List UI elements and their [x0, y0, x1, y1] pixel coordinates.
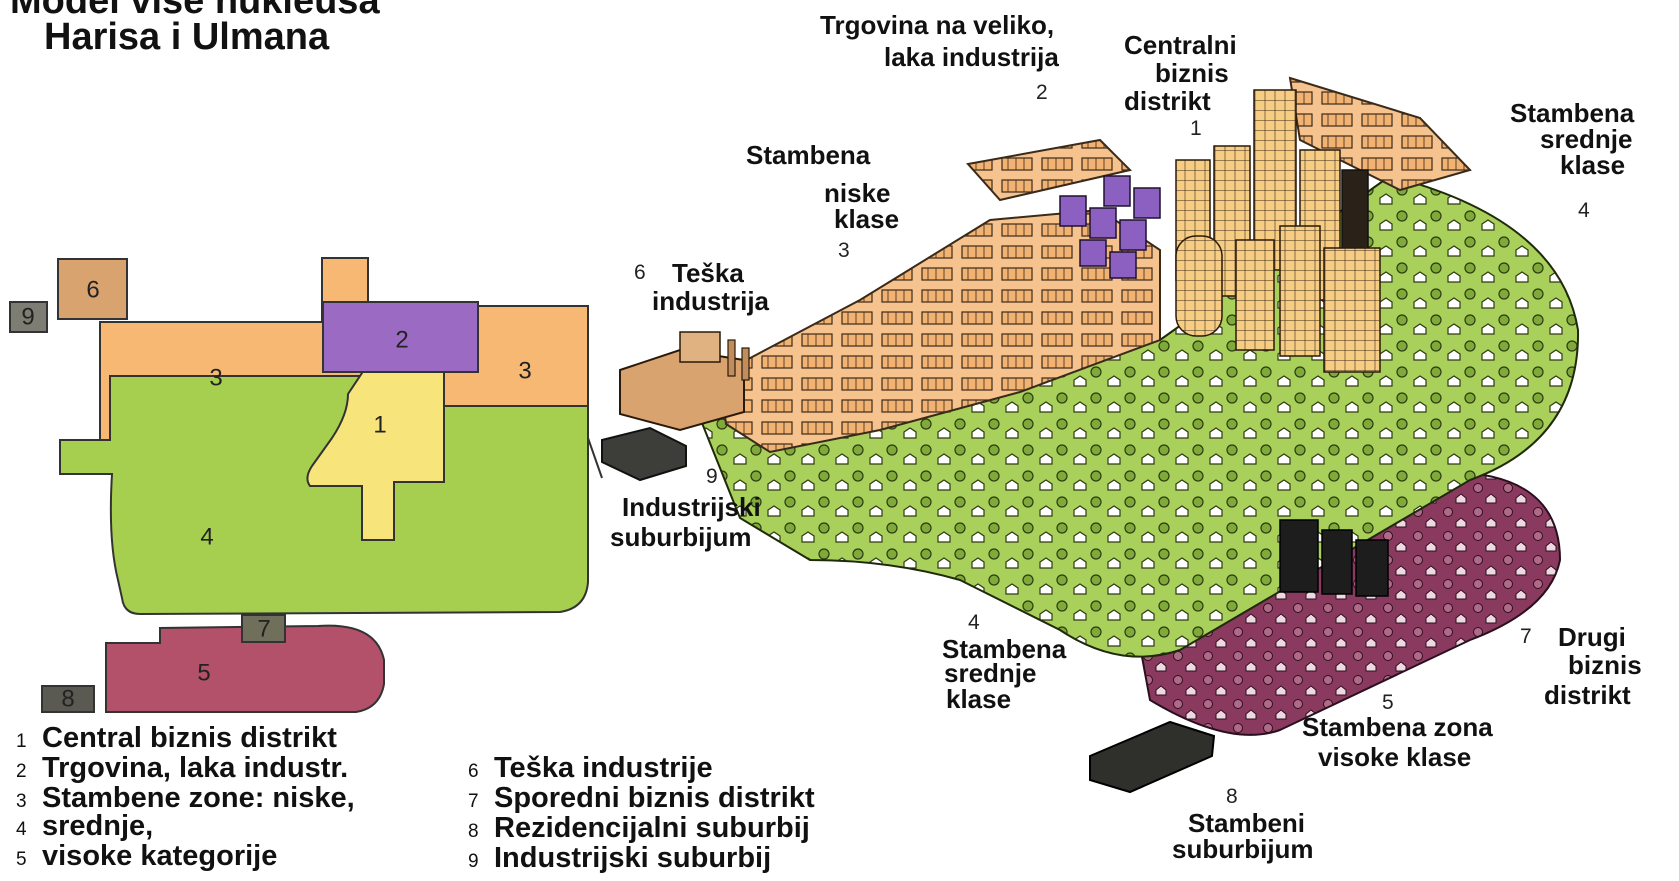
- legend-number: 8: [468, 821, 479, 842]
- legend-item-6: 6 Teška industrije: [468, 754, 713, 783]
- zone-9-number: 9: [21, 303, 34, 330]
- legend-text: Industrijski suburbij: [494, 842, 772, 874]
- label-stambeni-suburbijum-number: 8: [1226, 785, 1238, 808]
- label-teska-number: 6: [634, 261, 646, 284]
- wholesale-blocks: [1059, 175, 1161, 279]
- legend-number: 2: [16, 761, 27, 782]
- legend-text: Teška industrije: [494, 752, 713, 784]
- label-ind-suburbijum-number: 9: [706, 465, 718, 488]
- legend-item-2: 2 Trgovina, laka industr.: [16, 754, 348, 783]
- industrial-suburb-buildings: [601, 426, 687, 482]
- legend-text: Central biznis distrikt: [42, 722, 337, 754]
- title-line-1: Model više nukleusa: [10, 0, 380, 22]
- zone-1-shape: [306, 369, 445, 541]
- zone-9-shape: [9, 301, 48, 333]
- wholesale-strip: [966, 138, 1132, 202]
- low-class-residential-area: [718, 208, 1161, 454]
- legend-text: Rezidencijalni suburbij: [494, 812, 810, 844]
- label-drugi-number: 7: [1520, 625, 1532, 648]
- wholesale-strip-2: [1288, 76, 1472, 192]
- label-stambena-srednje-top-number: 4: [1578, 199, 1590, 222]
- label-drugi-line3: distrikt: [1544, 680, 1631, 710]
- label-drugi-line2: biznis: [1568, 650, 1642, 680]
- label-ind-suburbijum-line2: suburbijum: [610, 522, 752, 552]
- connector-line: [587, 437, 603, 479]
- label-stambena-niske-line3: klase: [834, 204, 900, 234]
- label-drugi-line1: Drugi: [1558, 622, 1626, 652]
- label-stambena-srednje-top-line3: klase: [1560, 150, 1626, 180]
- zone-2-number: 2: [395, 326, 408, 353]
- legend-item-5: 5 visoke kategorije: [16, 842, 277, 871]
- legend-text: srednje,: [42, 810, 154, 842]
- legend-item-4: 4 srednje,: [16, 812, 153, 841]
- legend-number: 9: [468, 851, 479, 872]
- zone-1-number: 1: [373, 411, 386, 438]
- label-stambeni-suburbijum-line1: Stambeni: [1188, 808, 1306, 838]
- residential-suburb-buildings: [1089, 720, 1216, 794]
- legend-text: Sporedni biznis distrikt: [494, 782, 815, 814]
- label-stambena-niske-line1: Stambena: [746, 140, 871, 170]
- label-stambena-srednje-bottom-line1: Stambena: [942, 634, 1067, 664]
- zone-3-number-left: 3: [209, 364, 222, 391]
- zone-8-shape: [41, 685, 95, 713]
- label-stambena-srednje-bottom-line2: srednje: [944, 658, 1037, 688]
- legend-number: 1: [16, 731, 27, 752]
- zone-3-number-right: 3: [518, 357, 531, 384]
- legend-number: 5: [16, 849, 27, 870]
- other-business-blocks: [1279, 519, 1389, 597]
- label-stambena-srednje-top-line2: srednje: [1540, 124, 1633, 154]
- label-stambena-zona-number: 5: [1382, 691, 1394, 714]
- label-teska-line1: Teška: [672, 258, 744, 288]
- zone-2-shape: [322, 301, 479, 373]
- zone-4-number: 4: [200, 523, 213, 550]
- label-stambena-niske-line2: niske: [824, 178, 891, 208]
- label-trgovina-line1: Trgovina na veliko,: [820, 10, 1055, 40]
- zone-7-shape: [241, 614, 286, 643]
- cbd-towers: [1175, 89, 1381, 373]
- label-trgovina-number: 2: [1036, 81, 1048, 104]
- legend-item-3: 3 Stambene zone: niske,: [16, 784, 355, 813]
- legend-number: 4: [16, 819, 27, 840]
- heavy-industry-buildings: [619, 331, 750, 432]
- legend-item-9: 9 Industrijski suburbij: [468, 844, 771, 873]
- label-ind-suburbijum-line1: Industrijski: [622, 492, 761, 522]
- label-stambeni-suburbijum-line2: suburbijum: [1172, 834, 1314, 864]
- high-class-residential-area: [1138, 470, 1562, 736]
- label-stambena-srednje-bottom-line3: klase: [946, 684, 1012, 714]
- legend-number: 7: [468, 791, 479, 812]
- label-stambena-niske-number: 3: [838, 239, 850, 262]
- legend-text: visoke kategorije: [42, 840, 278, 872]
- zone-5-shape: [105, 624, 385, 713]
- label-centralni-line2: biznis: [1155, 58, 1229, 88]
- legend-item-1: 1 Central biznis distrikt: [16, 724, 337, 753]
- label-trgovina-line2: laka industrija: [884, 42, 1059, 72]
- legend-number: 6: [468, 761, 479, 782]
- zone-5-number: 5: [197, 659, 210, 686]
- legend-item-8: 8 Rezidencijalni suburbij: [468, 814, 810, 843]
- label-centralni-line1: Centralni: [1124, 30, 1237, 60]
- label-stambena-zona-line1: Stambena zona: [1302, 712, 1493, 742]
- zone-6-number: 6: [86, 276, 99, 303]
- zone-8-number: 8: [61, 685, 74, 712]
- legend-text: Trgovina, laka industr.: [42, 752, 349, 784]
- zone-6-shape: [57, 258, 128, 320]
- legend-item-7: 7 Sporedni biznis distrikt: [468, 784, 815, 813]
- label-stambena-srednje-bottom-number: 4: [968, 611, 980, 634]
- label-centralni-line3: distrikt: [1124, 86, 1211, 116]
- label-stambena-zona-line2: visoke klase: [1318, 742, 1472, 772]
- label-teska-line2: industrija: [652, 286, 770, 316]
- legend-number: 3: [16, 791, 27, 812]
- legend-text: Stambene zone: niske,: [42, 782, 355, 814]
- label-centralni-number: 1: [1190, 117, 1202, 140]
- title-line-2: Harisa i Ulmana: [44, 16, 330, 58]
- zone-4-shape: [59, 375, 589, 616]
- label-stambena-srednje-top-line1: Stambena: [1510, 98, 1635, 128]
- zone-7-number: 7: [257, 615, 270, 642]
